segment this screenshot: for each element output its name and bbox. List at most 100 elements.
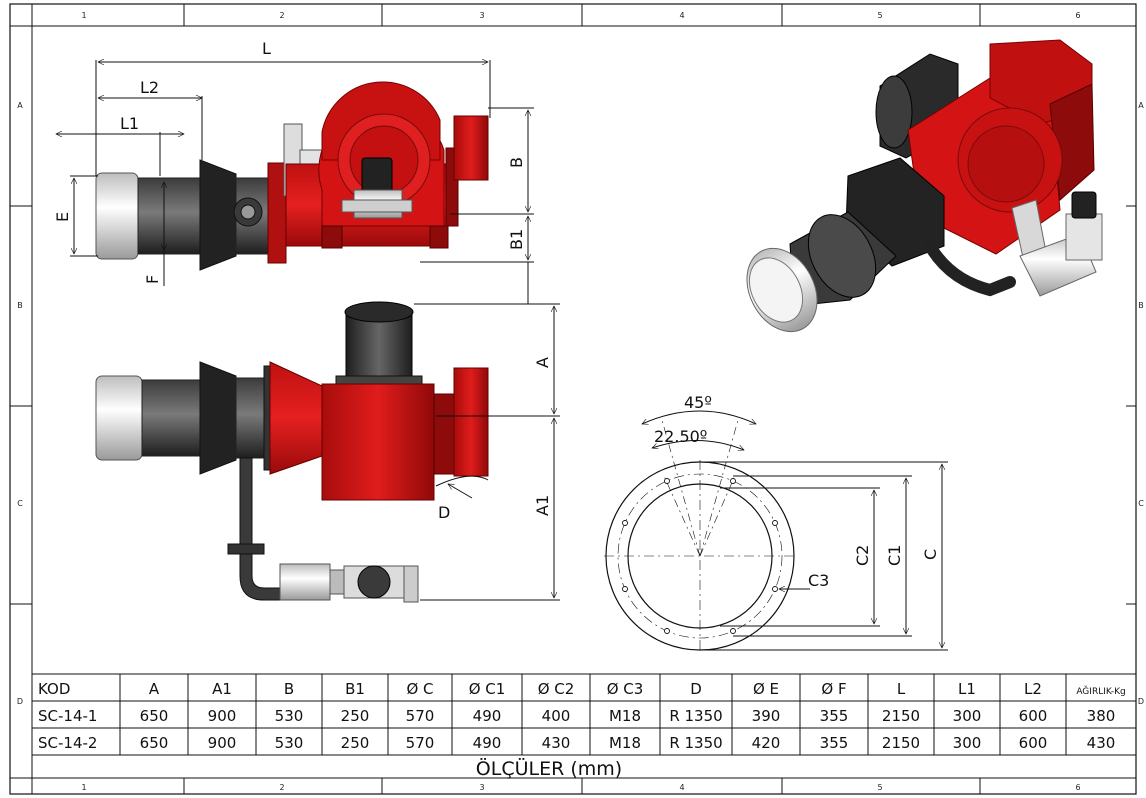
zone-col-6-bottom: 6: [1075, 783, 1080, 792]
table-cell: M18: [609, 707, 641, 725]
dim-label-b: B: [507, 157, 526, 168]
dim-label-angle-22-50: 22.50º: [654, 427, 707, 446]
zone-col-1: 1: [81, 11, 86, 20]
flange-view: [604, 410, 948, 652]
top-view-dimensions: [414, 303, 560, 601]
zone-col-5-bottom: 5: [877, 783, 882, 792]
dim-label-c1: C1: [885, 545, 904, 566]
table-header-cell: Ø C2: [538, 680, 575, 698]
side-view: [95, 81, 489, 271]
zone-col-2-bottom: 2: [279, 783, 284, 792]
dim-label-l1: L1: [120, 114, 139, 133]
zone-col-6: 6: [1075, 11, 1080, 20]
table-header-cell: Ø F: [821, 680, 846, 698]
table-cell: 490: [473, 734, 502, 752]
table-cell: 650: [140, 734, 169, 752]
table-cell: 530: [275, 707, 304, 725]
zone-labels: 1 2 3 4 5 6 1 2 3 4 5 6 A B C D A B C D: [17, 11, 1144, 792]
table-cell: 2150: [882, 734, 920, 752]
table-cell: SC-14-1: [38, 707, 97, 725]
top-motor: [345, 311, 413, 383]
zone-row-c-right: C: [1138, 499, 1144, 508]
zone-col-4-bottom: 4: [679, 783, 684, 792]
top-view-labels: A A1 D: [438, 357, 552, 522]
top-fan-housing: [321, 383, 435, 501]
zone-col-5: 5: [877, 11, 882, 20]
table-cell: SC-14-2: [38, 734, 97, 752]
zone-row-a-right: A: [1138, 101, 1144, 110]
zone-col-4: 4: [679, 11, 684, 20]
table-cell: R 1350: [669, 707, 722, 725]
table-header-cell: Ø C3: [607, 680, 644, 698]
dim-label-c: C: [921, 549, 940, 560]
table-caption: ÖLÇÜLER (mm): [476, 757, 622, 780]
table-cell: 250: [341, 707, 370, 725]
top-view: [95, 301, 489, 603]
flange-view-labels: 45º 22.50º C C1 C2 C3: [654, 393, 940, 590]
table-header-cell: A: [149, 680, 160, 698]
table-cell: 2150: [882, 707, 920, 725]
dimension-table: [31, 673, 1137, 779]
zone-col-1-bottom: 1: [81, 783, 86, 792]
table-header-cell: B: [284, 680, 294, 698]
table-header-cell: D: [690, 680, 702, 698]
table-cell: 570: [406, 734, 435, 752]
table-header-cell: Ø C: [406, 680, 433, 698]
top-blast-tube: [141, 379, 205, 457]
table-cell: 300: [953, 734, 982, 752]
zone-row-d-right: D: [1138, 697, 1144, 706]
table-cell: 355: [820, 707, 849, 725]
top-gas-valve: [279, 563, 331, 601]
zone-col-2: 2: [279, 11, 284, 20]
table-cell: 490: [473, 707, 502, 725]
table-cell: 530: [275, 734, 304, 752]
table-column-rules: [119, 674, 1067, 755]
zone-row-c: C: [17, 499, 23, 508]
zone-row-d: D: [17, 697, 23, 706]
table-cell: 380: [1087, 707, 1116, 725]
table-cell: 600: [1019, 707, 1048, 725]
table-cell: 420: [752, 734, 781, 752]
dim-label-d: D: [438, 503, 450, 522]
dim-label-f: F: [143, 275, 162, 284]
side-view-labels: L L2 L1 B B1 E F: [53, 39, 526, 284]
side-blast-tube: [137, 177, 205, 255]
dim-label-b1: B1: [507, 229, 526, 250]
dim-label-a1: A1: [533, 495, 552, 516]
side-nozzle-tip: [95, 172, 139, 260]
table-cell: 600: [1019, 734, 1048, 752]
top-nozzle-tip: [95, 375, 143, 461]
table-header-cell: AĞIRLIK-Kg: [1076, 685, 1125, 697]
table-header-cell: B1: [345, 680, 365, 698]
table-cell: 355: [820, 734, 849, 752]
table-cell: 430: [542, 734, 571, 752]
zone-row-b: B: [17, 301, 23, 310]
table-cell: 650: [140, 707, 169, 725]
table-cell: 900: [208, 734, 237, 752]
dim-label-angle-45: 45º: [684, 393, 712, 412]
table-cell: 400: [542, 707, 571, 725]
dim-label-c3: C3: [808, 571, 829, 590]
side-view-dimensions: [56, 60, 534, 304]
table-header-cell: KOD: [38, 680, 70, 698]
table-cell: 300: [953, 707, 982, 725]
table-cell: R 1350: [669, 734, 722, 752]
table-header-cell: L: [897, 680, 906, 698]
dim-label-a: A: [533, 357, 552, 368]
table-cell: 900: [208, 707, 237, 725]
table-cell: M18: [609, 734, 641, 752]
table-header-cell: A1: [212, 680, 232, 698]
table-header-cell: L2: [1024, 680, 1042, 698]
zone-row-a: A: [17, 101, 23, 110]
table-header-cell: L1: [958, 680, 976, 698]
zone-row-b-right: B: [1138, 301, 1144, 310]
table-cell: 570: [406, 707, 435, 725]
table-cell: 430: [1087, 734, 1116, 752]
table-header-cell: Ø E: [753, 680, 779, 698]
dim-label-l2: L2: [140, 78, 159, 97]
dim-label-l: L: [262, 39, 271, 58]
side-flange: [199, 159, 237, 271]
dim-label-c2: C2: [853, 545, 872, 566]
